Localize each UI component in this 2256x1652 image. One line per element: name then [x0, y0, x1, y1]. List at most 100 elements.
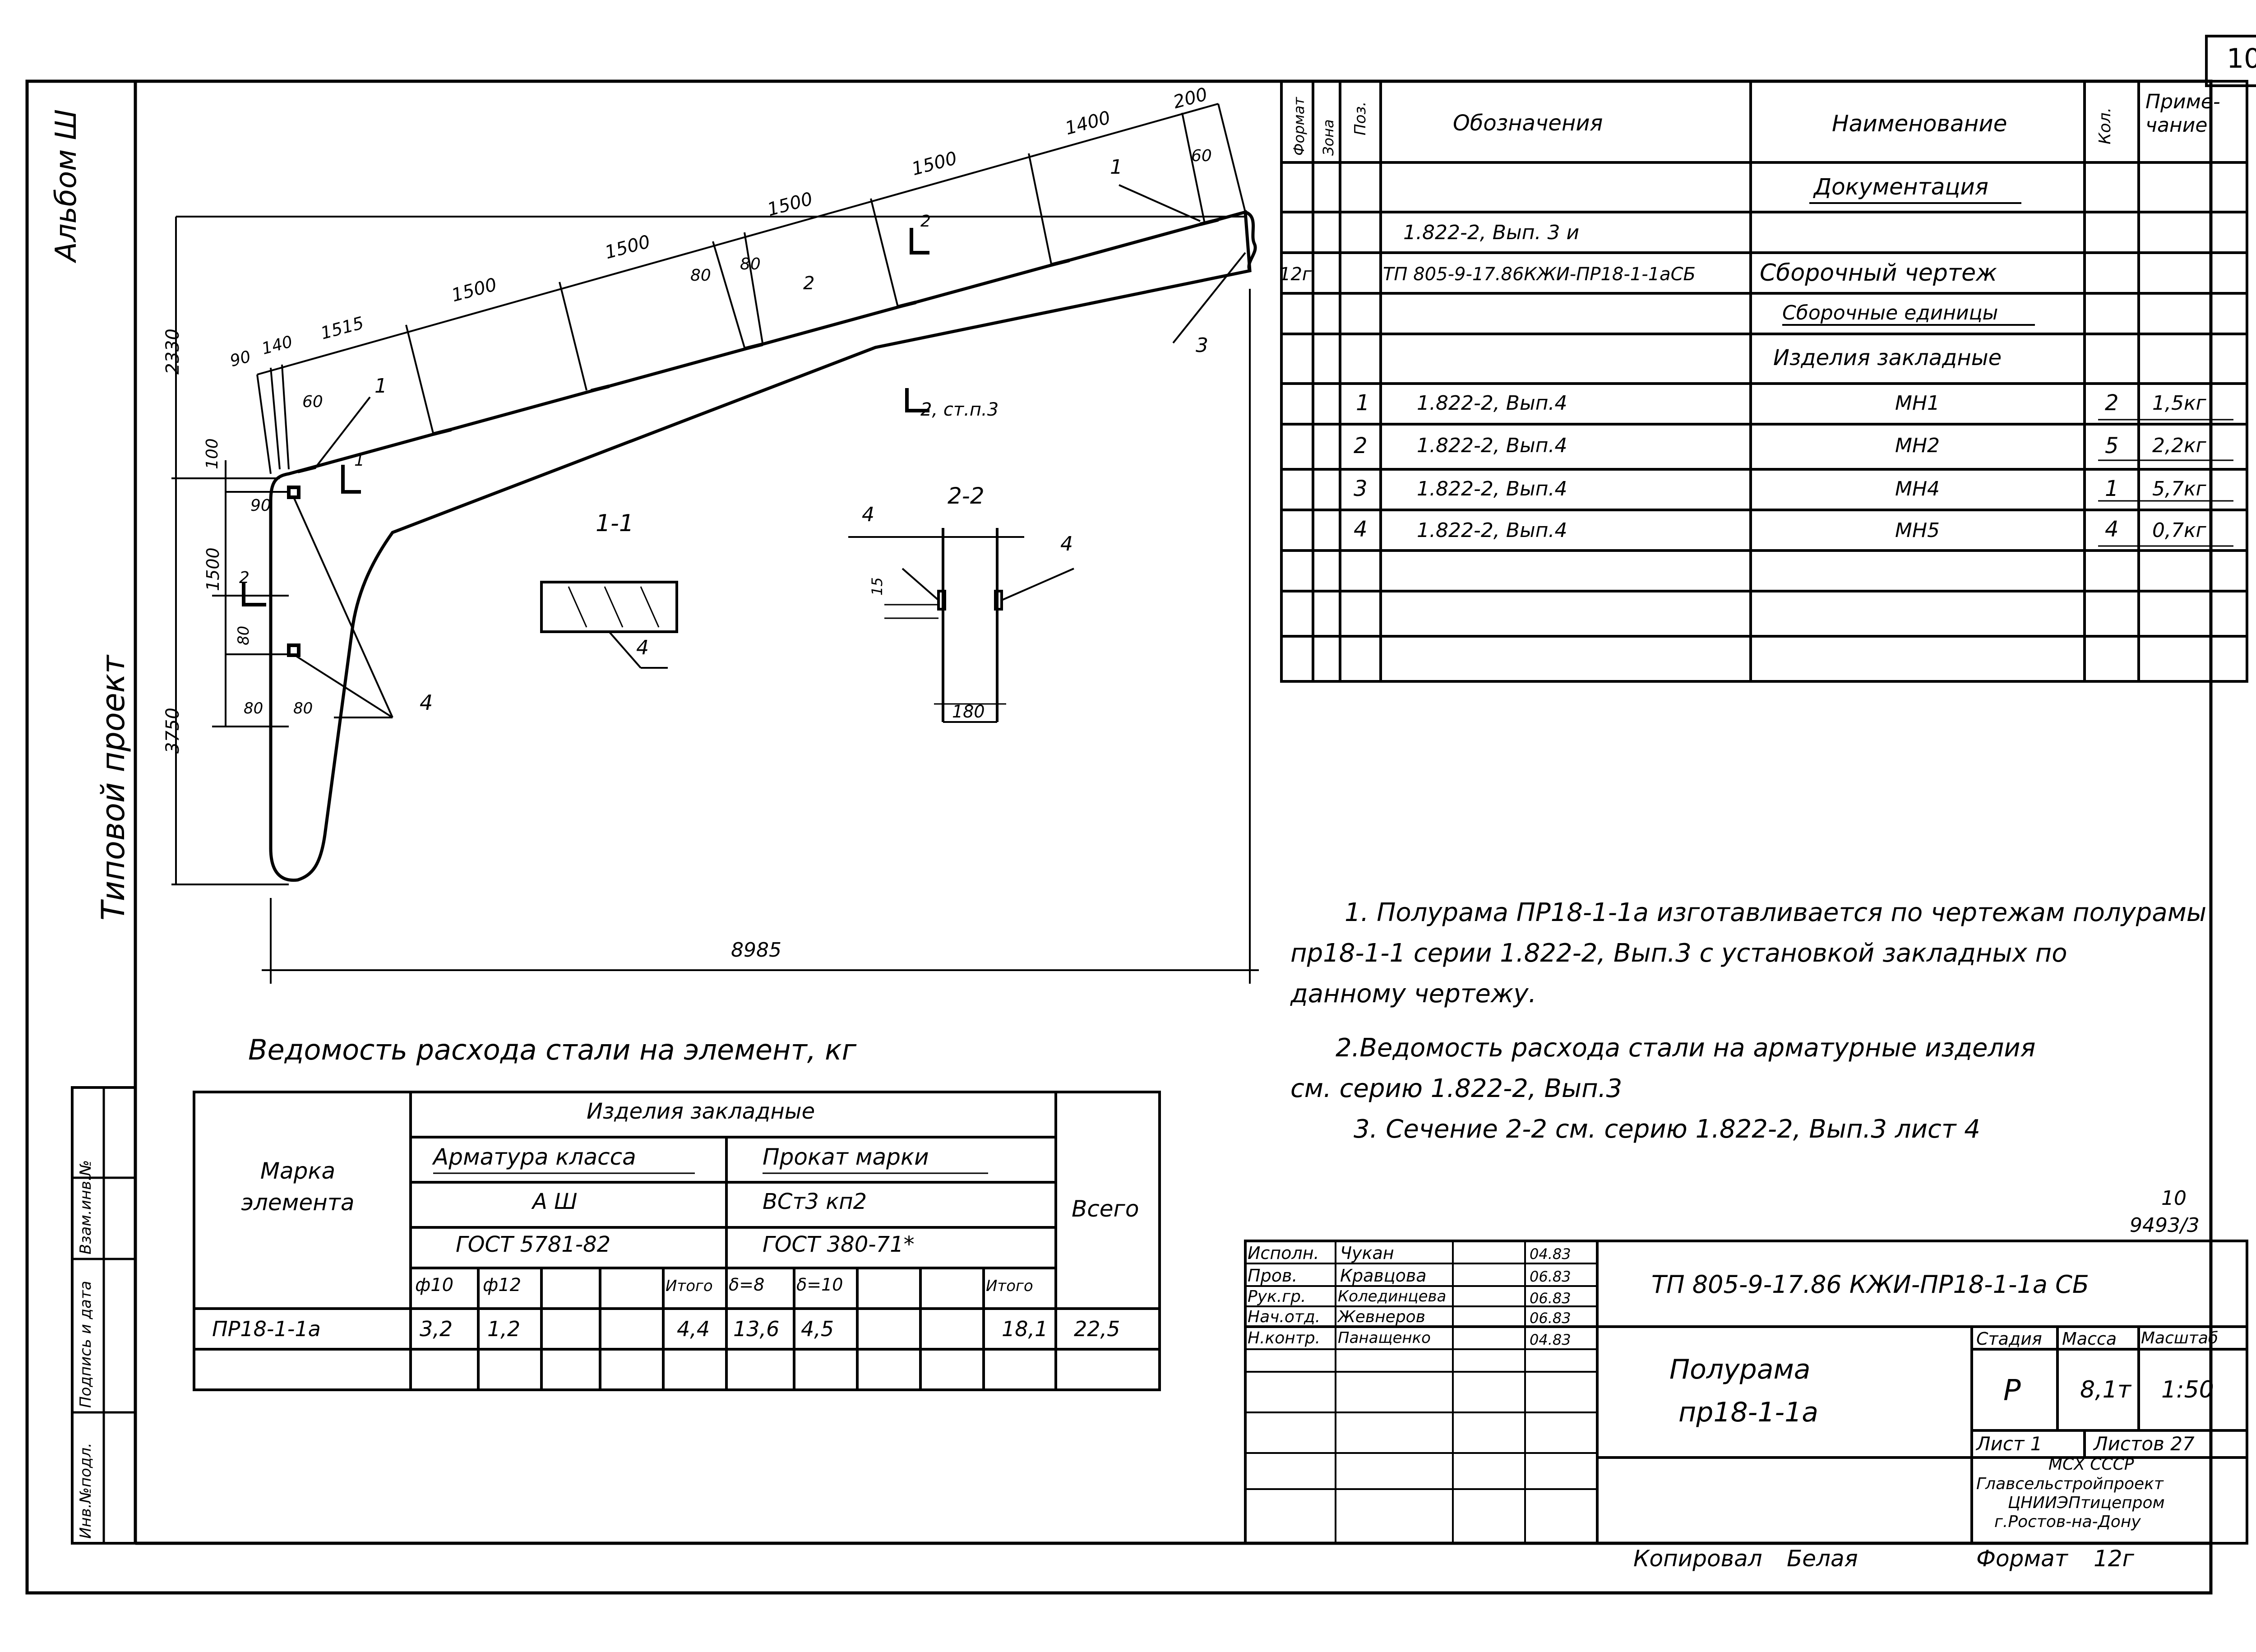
title-org-line1: МСХ СССР	[2048, 1455, 2134, 1474]
steel-sub-rolled-grade: ВСт3 кп2	[763, 1189, 867, 1214]
width-dimension	[262, 289, 1259, 984]
mark-1: 1	[354, 451, 365, 470]
title-stage: Р	[2003, 1374, 2021, 1407]
steel-row-total: 22,5	[1074, 1317, 1120, 1341]
spec-row-3-qty: 1	[2105, 476, 2119, 501]
signer-3-name: Колединцева	[1338, 1287, 1447, 1305]
signer-4-name: Жевнеров	[1338, 1308, 1425, 1326]
dim-2330: 2330	[162, 329, 183, 375]
leaders	[292, 184, 1246, 718]
sheet-border	[25, 79, 2213, 1595]
dim-80-v2: 80	[244, 699, 264, 717]
dim-80-v1: 80	[235, 625, 253, 645]
steel-row-f10: 3,2	[420, 1317, 453, 1341]
spec-header-format: Формат	[1290, 97, 1308, 156]
steel-row-itogo1: 4,4	[677, 1317, 710, 1341]
album-label: Альбом Ш	[50, 109, 83, 262]
dim-60-top: 60	[1191, 147, 1212, 165]
title-scale: 1:50	[2161, 1376, 2214, 1403]
title-sheet: Лист 1	[1976, 1433, 2043, 1455]
note-line-3: данному чертежу.	[1290, 979, 1537, 1009]
spec-row-2-ref: 1.822-2, Вып.4	[1417, 434, 1567, 457]
mark-2-left: 2	[239, 569, 250, 587]
spec-row-2-name: МН2	[1895, 434, 1940, 457]
steel-col-d10: δ=10	[796, 1275, 843, 1295]
stamp-replace-label: Взам.инв.№	[77, 1160, 95, 1254]
steel-sub-rolled-gost: ГОСТ 380-71*	[763, 1232, 915, 1257]
spec-doc-format: 12г	[1279, 264, 1312, 285]
steel-row-f12: 1,2	[487, 1317, 521, 1341]
spec-row-4-note: 0,7кг	[2152, 519, 2206, 542]
callout-2: 2	[803, 273, 815, 294]
spec-row-3-name: МН4	[1895, 477, 1940, 500]
spec-doc-ref2: ТП 805-9-17.86КЖИ-ПР18-1-1аСБ	[1383, 264, 1696, 285]
spec-row-3-ref: 1.822-2, Вып.4	[1417, 477, 1567, 500]
spec-row-1-note: 1,5кг	[2152, 392, 2206, 415]
format-label: Формат	[1976, 1546, 2068, 1572]
format-value: 12г	[2094, 1546, 2134, 1572]
title-scale-header: Масштаб	[2141, 1329, 2219, 1347]
stamp-sign-label: Подпись и дата	[77, 1281, 95, 1408]
spec-section-documentation: Документация	[1814, 174, 1988, 200]
title-sheet-code: 9493/3	[2130, 1214, 2200, 1237]
steel-sub-rebar: Арматура класса	[433, 1144, 636, 1170]
note-line-5: см. серию 1.822-2, Вып.3	[1290, 1074, 1623, 1103]
steel-col-itogo1: Итого	[666, 1277, 713, 1295]
spec-header-qty: Кол.	[2096, 107, 2114, 144]
signer-2-role: Пров.	[1248, 1266, 1298, 1286]
section-1-1	[540, 581, 678, 669]
top-dimension-chain	[256, 103, 1246, 474]
spec-header-name: Наименование	[1832, 111, 2007, 137]
title-org-line4: г.Ростов-на-Дону	[1994, 1513, 2141, 1531]
section-1-1-title: 1-1	[596, 510, 634, 537]
signer-5-date: 04.83	[1530, 1331, 1571, 1348]
steel-table-title: Ведомость расхода стали на элемент, кг	[248, 1033, 857, 1066]
title-org-line3: ЦНИИЭПтицепром	[2008, 1494, 2165, 1512]
signer-4-role: Нач.отд.	[1248, 1308, 1321, 1326]
spec-row-4-qty: 4	[2105, 517, 2119, 542]
steel-sub-rebar-class: А Ш	[532, 1189, 578, 1214]
note-line-6: 3. Сечение 2-2 см. серию 1.822-2, Вып.3 …	[1354, 1115, 1980, 1144]
callout-3: 3	[1196, 334, 1208, 357]
dim-90-left: 90	[250, 496, 271, 515]
title-name-line2: пр18-1-1а	[1678, 1397, 1819, 1428]
sheet-number: 10	[2227, 43, 2256, 74]
steel-row-d8: 13,6	[733, 1317, 780, 1341]
note-line-4: 2.Ведомость расхода стали на арматурные …	[1336, 1033, 2036, 1063]
signer-3-date: 06.83	[1530, 1290, 1571, 1307]
half-frame-outline	[269, 210, 1257, 882]
steel-table-grid	[193, 1091, 1161, 1391]
title-doc-code: ТП 805-9-17.86 КЖИ-ПР18-1-1а СБ	[1651, 1270, 2089, 1299]
steel-group: Изделия закладные	[587, 1099, 815, 1124]
spec-section-parts: Изделия закладные	[1773, 345, 2002, 370]
steel-col-f12: ф12	[483, 1275, 522, 1296]
spec-row-1-pos: 1	[1356, 390, 1370, 416]
spec-table-grid	[1280, 80, 2248, 683]
mark-2-top: 2	[920, 212, 931, 231]
spec-header-zone: Зона	[1320, 119, 1337, 156]
project-label: Типовой проект	[95, 655, 132, 921]
title-mass: 8,1т	[2080, 1376, 2131, 1403]
section-markers	[242, 228, 929, 606]
title-mass-header: Масса	[2062, 1329, 2117, 1349]
dim-100: 100	[203, 438, 222, 469]
steel-row-itogo2: 18,1	[1002, 1317, 1048, 1341]
section-2-2-callout-4a: 4	[862, 503, 874, 526]
spec-doc-ref1: 1.822-2, Вып. 3 и	[1403, 221, 1580, 244]
signer-1-name: Чукан	[1340, 1243, 1394, 1263]
steel-sub-rolled: Прокат марки	[763, 1144, 929, 1170]
spec-row-2-pos: 2	[1354, 433, 1368, 458]
spec-header-note: Приме- чание	[2145, 90, 2220, 137]
section-2-2	[848, 528, 1074, 723]
title-stage-header: Стадия	[1976, 1329, 2042, 1349]
spec-row-1-qty: 2	[2105, 390, 2119, 416]
dim-3750: 3750	[162, 708, 183, 754]
spec-row-4-name: МН5	[1895, 519, 1940, 542]
signer-2-name: Кравцова	[1340, 1266, 1427, 1286]
signer-2-date: 06.83	[1530, 1268, 1571, 1285]
dim-80-v3: 80	[293, 699, 313, 717]
signer-3-role: Рук.гр.	[1248, 1287, 1306, 1306]
note-line-1: 1. Полурама ПР18-1-1а изготавливается по…	[1345, 898, 2207, 927]
spec-row-1-name: МН1	[1895, 392, 1940, 415]
